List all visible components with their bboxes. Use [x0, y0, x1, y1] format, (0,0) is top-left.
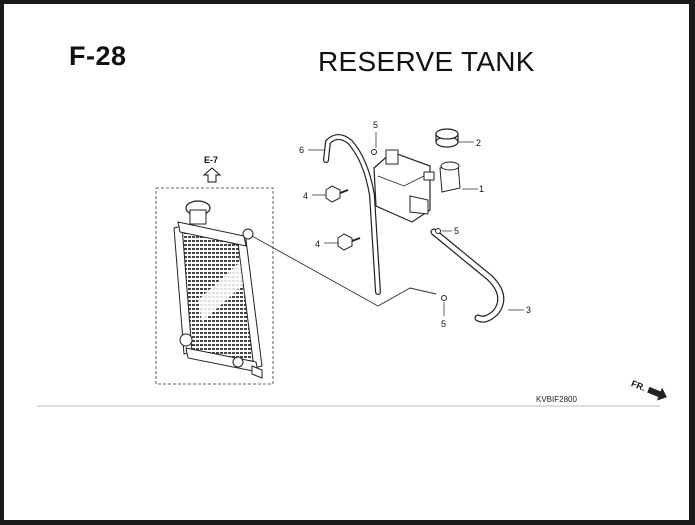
callout-3: 3 [526, 305, 531, 315]
callout-2: 2 [476, 138, 481, 148]
reference-label-e7: E-7 [204, 155, 218, 165]
bolt-lower [337, 233, 361, 251]
callout-5-middle: 5 [454, 226, 459, 236]
hose-clip-middle [435, 228, 441, 234]
siphon-tube [323, 134, 381, 295]
front-direction-arrow-icon: FR. [630, 378, 667, 401]
overflow-line [251, 235, 437, 307]
bolt-upper [325, 185, 349, 203]
callout-4-lower: 4 [315, 239, 320, 249]
reserve-tank [373, 149, 461, 223]
callout-6: 6 [299, 145, 304, 155]
reference-up-arrow-icon [202, 167, 222, 183]
page-title: RESERVE TANK [318, 46, 535, 77]
callout-4-upper: 4 [303, 191, 308, 201]
callout-1: 1 [479, 184, 484, 194]
callout-5-lower: 5 [441, 319, 446, 329]
radiator [173, 200, 263, 379]
radiator-dashed-box [155, 187, 274, 385]
figure-number: F-28 [69, 41, 127, 71]
diagram-reference-code: KVBIF2800 [536, 395, 577, 404]
leader-lines [308, 132, 524, 316]
hose-clip-upper [371, 149, 377, 155]
callout-5-upper: 5 [373, 120, 378, 130]
hose-clip-lower [441, 295, 447, 301]
tank-cap [435, 128, 459, 148]
front-direction-label: FR. [630, 378, 647, 393]
